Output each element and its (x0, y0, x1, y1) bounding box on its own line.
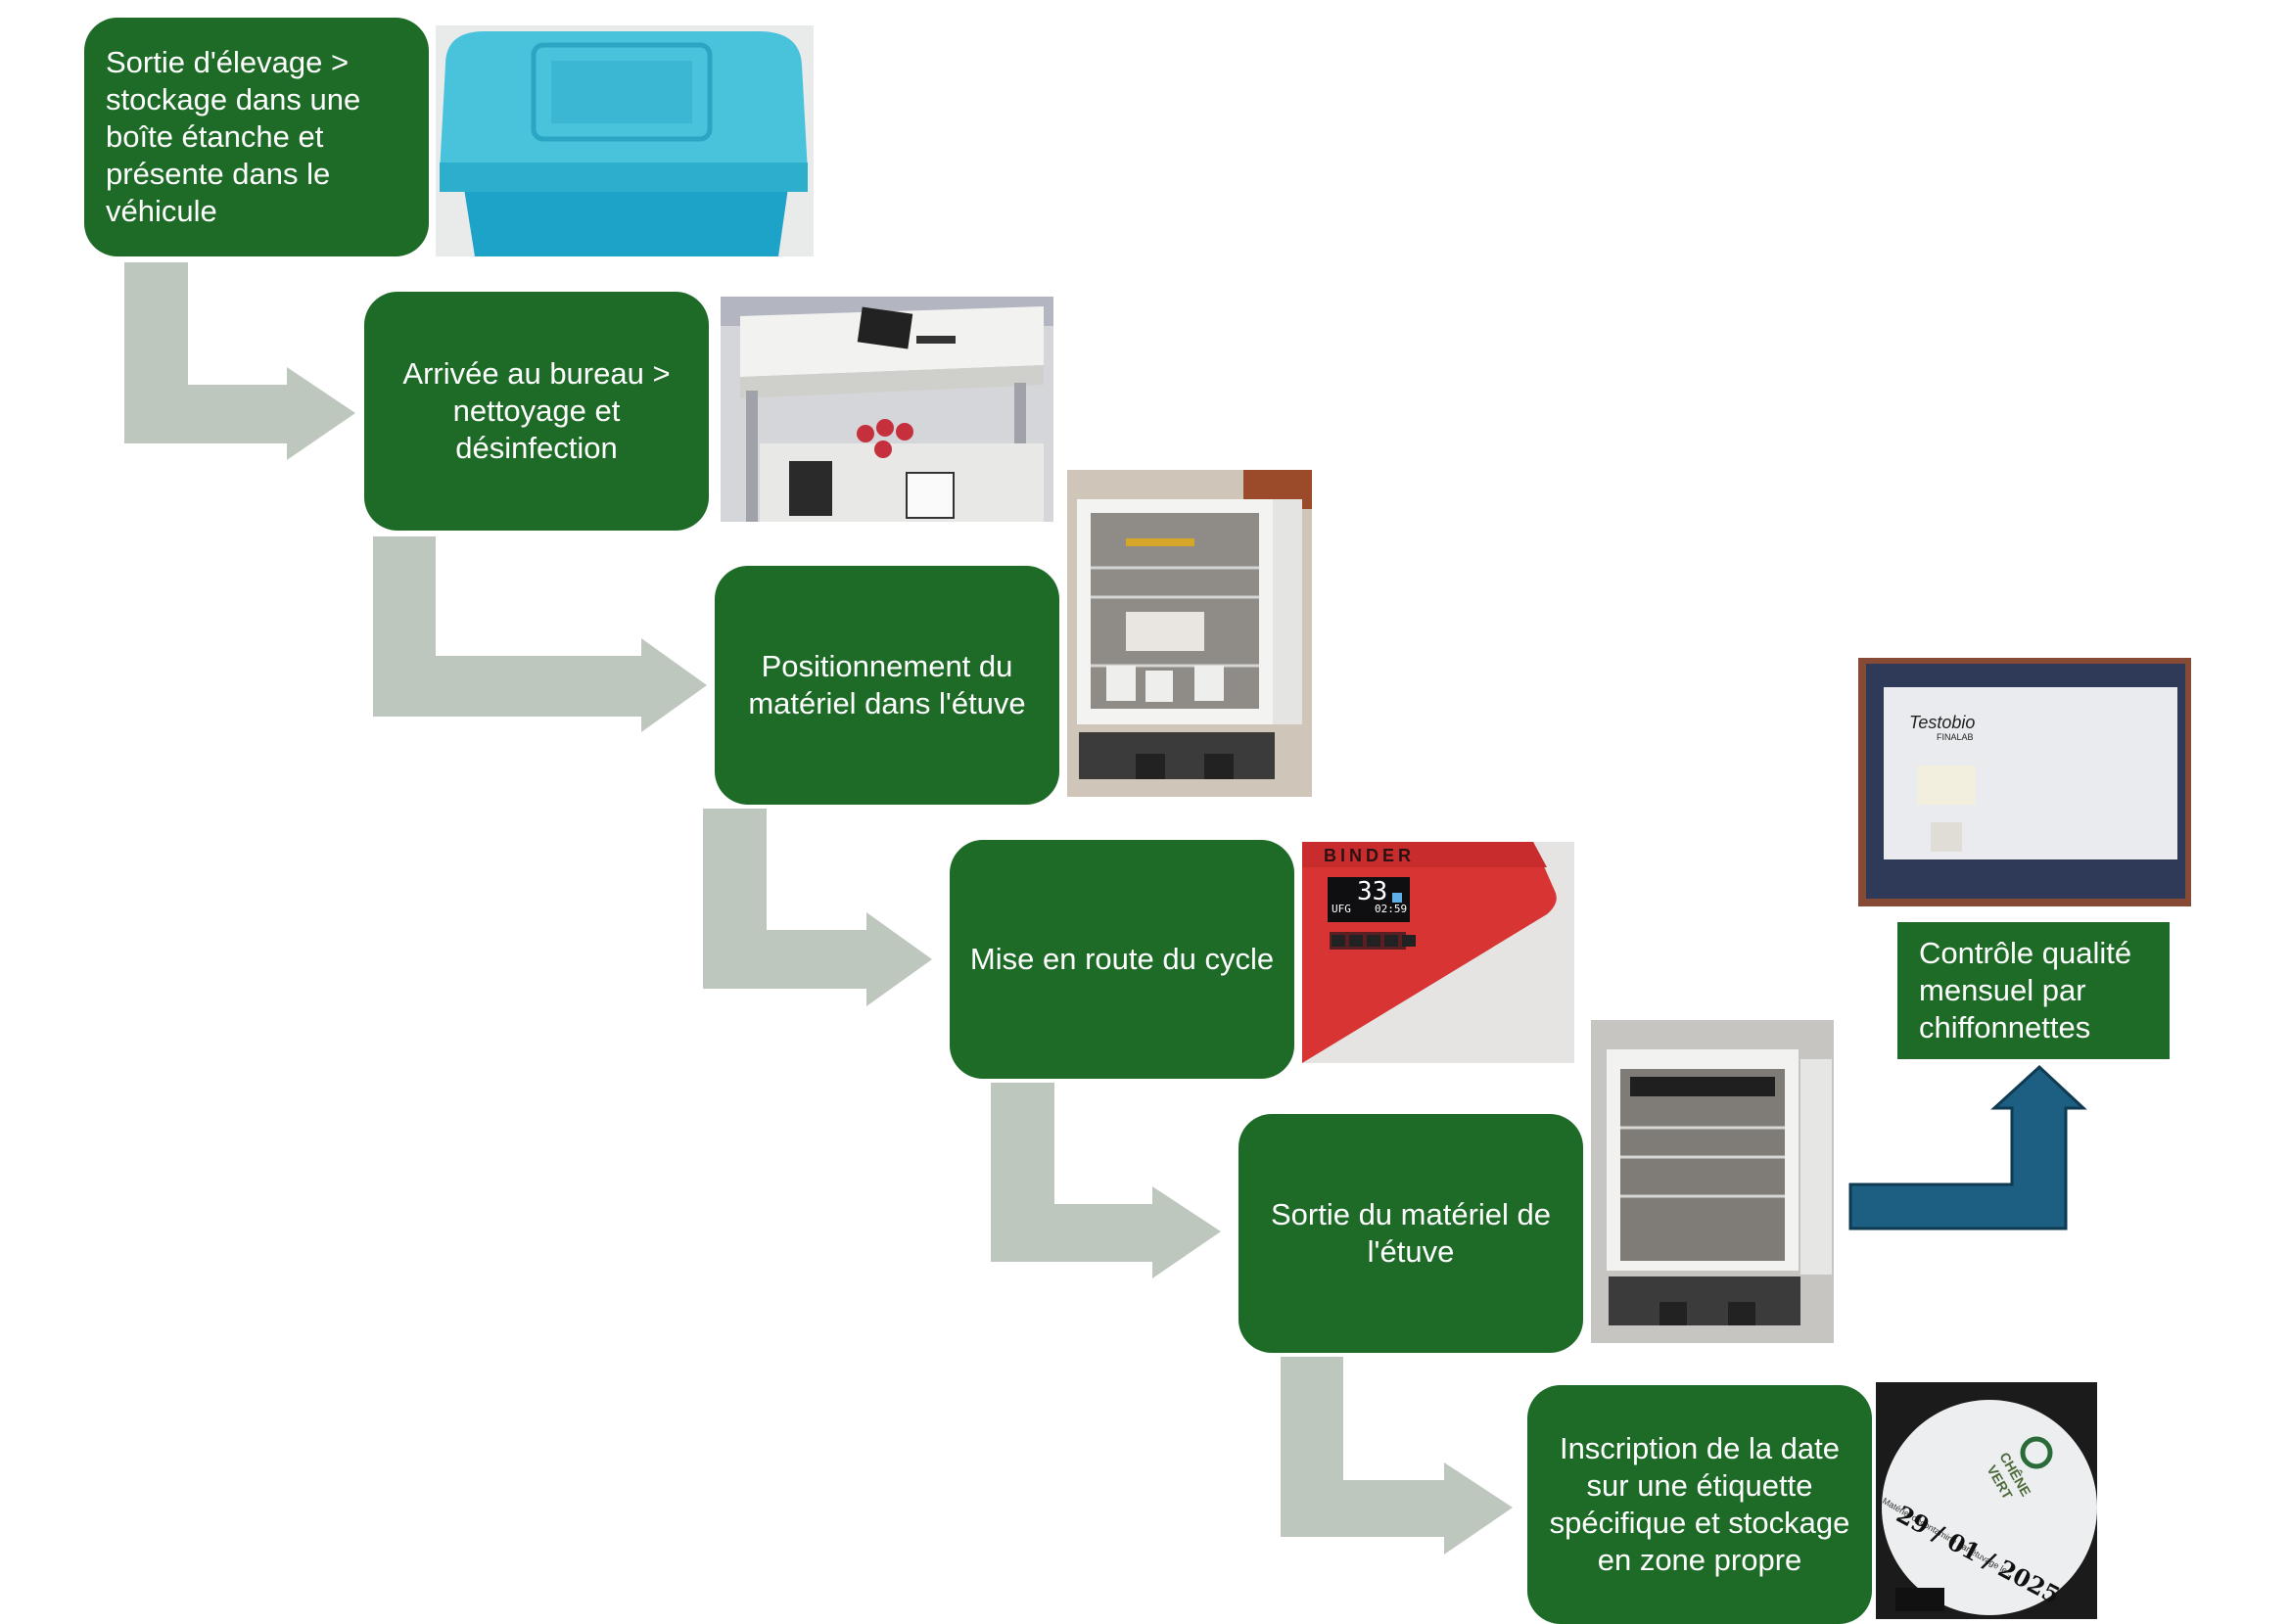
oven-buttons (1332, 935, 1416, 947)
oven-time: 02:59 (1375, 903, 1408, 915)
step-2-label: Arrivée au bureau > nettoyage et désinfe… (402, 356, 671, 465)
wipe-pack-brand: Testobio (1909, 713, 1976, 732)
step-3-label: Positionnement du matériel dans l'étuve (748, 649, 1026, 720)
step-4-box: Mise en route du cycle (950, 840, 1294, 1079)
photo-wipe-pack: Testobio FINALAB (1858, 658, 2191, 906)
quality-control-arrow (1848, 1064, 2087, 1230)
quality-check-box: Contrôle qualité mensuel par chiffonnett… (1897, 922, 2170, 1059)
oven-button-back-icon (1384, 935, 1398, 947)
step-1-label: Sortie d'élevage > stockage dans une boî… (106, 45, 361, 228)
step-5-box: Sortie du matériel de l'étuve (1238, 1114, 1583, 1353)
oven-button-power-icon (1402, 935, 1416, 947)
step-5-label: Sortie du matériel de l'étuve (1270, 1197, 1552, 1269)
step-6-box: Inscription de la date sur une étiquette… (1527, 1385, 1872, 1624)
oven-mode: UFG (1332, 903, 1351, 915)
step-4-label: Mise en route du cycle (969, 942, 1275, 977)
oven-button-up-icon (1332, 935, 1345, 947)
flow-arrow-1 (124, 262, 355, 460)
photo-loaded-oven (1067, 470, 1312, 797)
step-6-label: Inscription de la date sur une étiquette… (1549, 1431, 1850, 1577)
flow-arrow-2 (373, 536, 707, 732)
wipe-pack-sub: FINALAB (1937, 732, 1974, 742)
step-2-box: Arrivée au bureau > nettoyage et désinfe… (364, 292, 709, 531)
photo-empty-oven (1591, 1020, 1834, 1343)
flow-arrow-4 (991, 1083, 1221, 1278)
quality-check-label: Contrôle qualité mensuel par chiffonnett… (1919, 936, 2132, 1044)
photo-label-sticker: CHÊNE VERT Matériel décontaminé par étuv… (1876, 1382, 2097, 1619)
photo-storage-box (436, 25, 814, 256)
oven-temperature: 33 (1357, 877, 1388, 906)
photo-cleaning-table (721, 297, 1053, 522)
photo-oven-control: BINDER 33 UFG 02:59 (1302, 842, 1574, 1063)
oven-button-down-icon (1349, 935, 1363, 947)
oven-button-ok-icon (1367, 935, 1380, 947)
oven-brand: BINDER (1324, 846, 1416, 865)
flow-arrow-5 (1281, 1357, 1513, 1554)
flow-arrow-3 (703, 809, 932, 1006)
step-1-box: Sortie d'élevage > stockage dans une boî… (84, 18, 429, 256)
step-3-box: Positionnement du matériel dans l'étuve (715, 566, 1059, 805)
